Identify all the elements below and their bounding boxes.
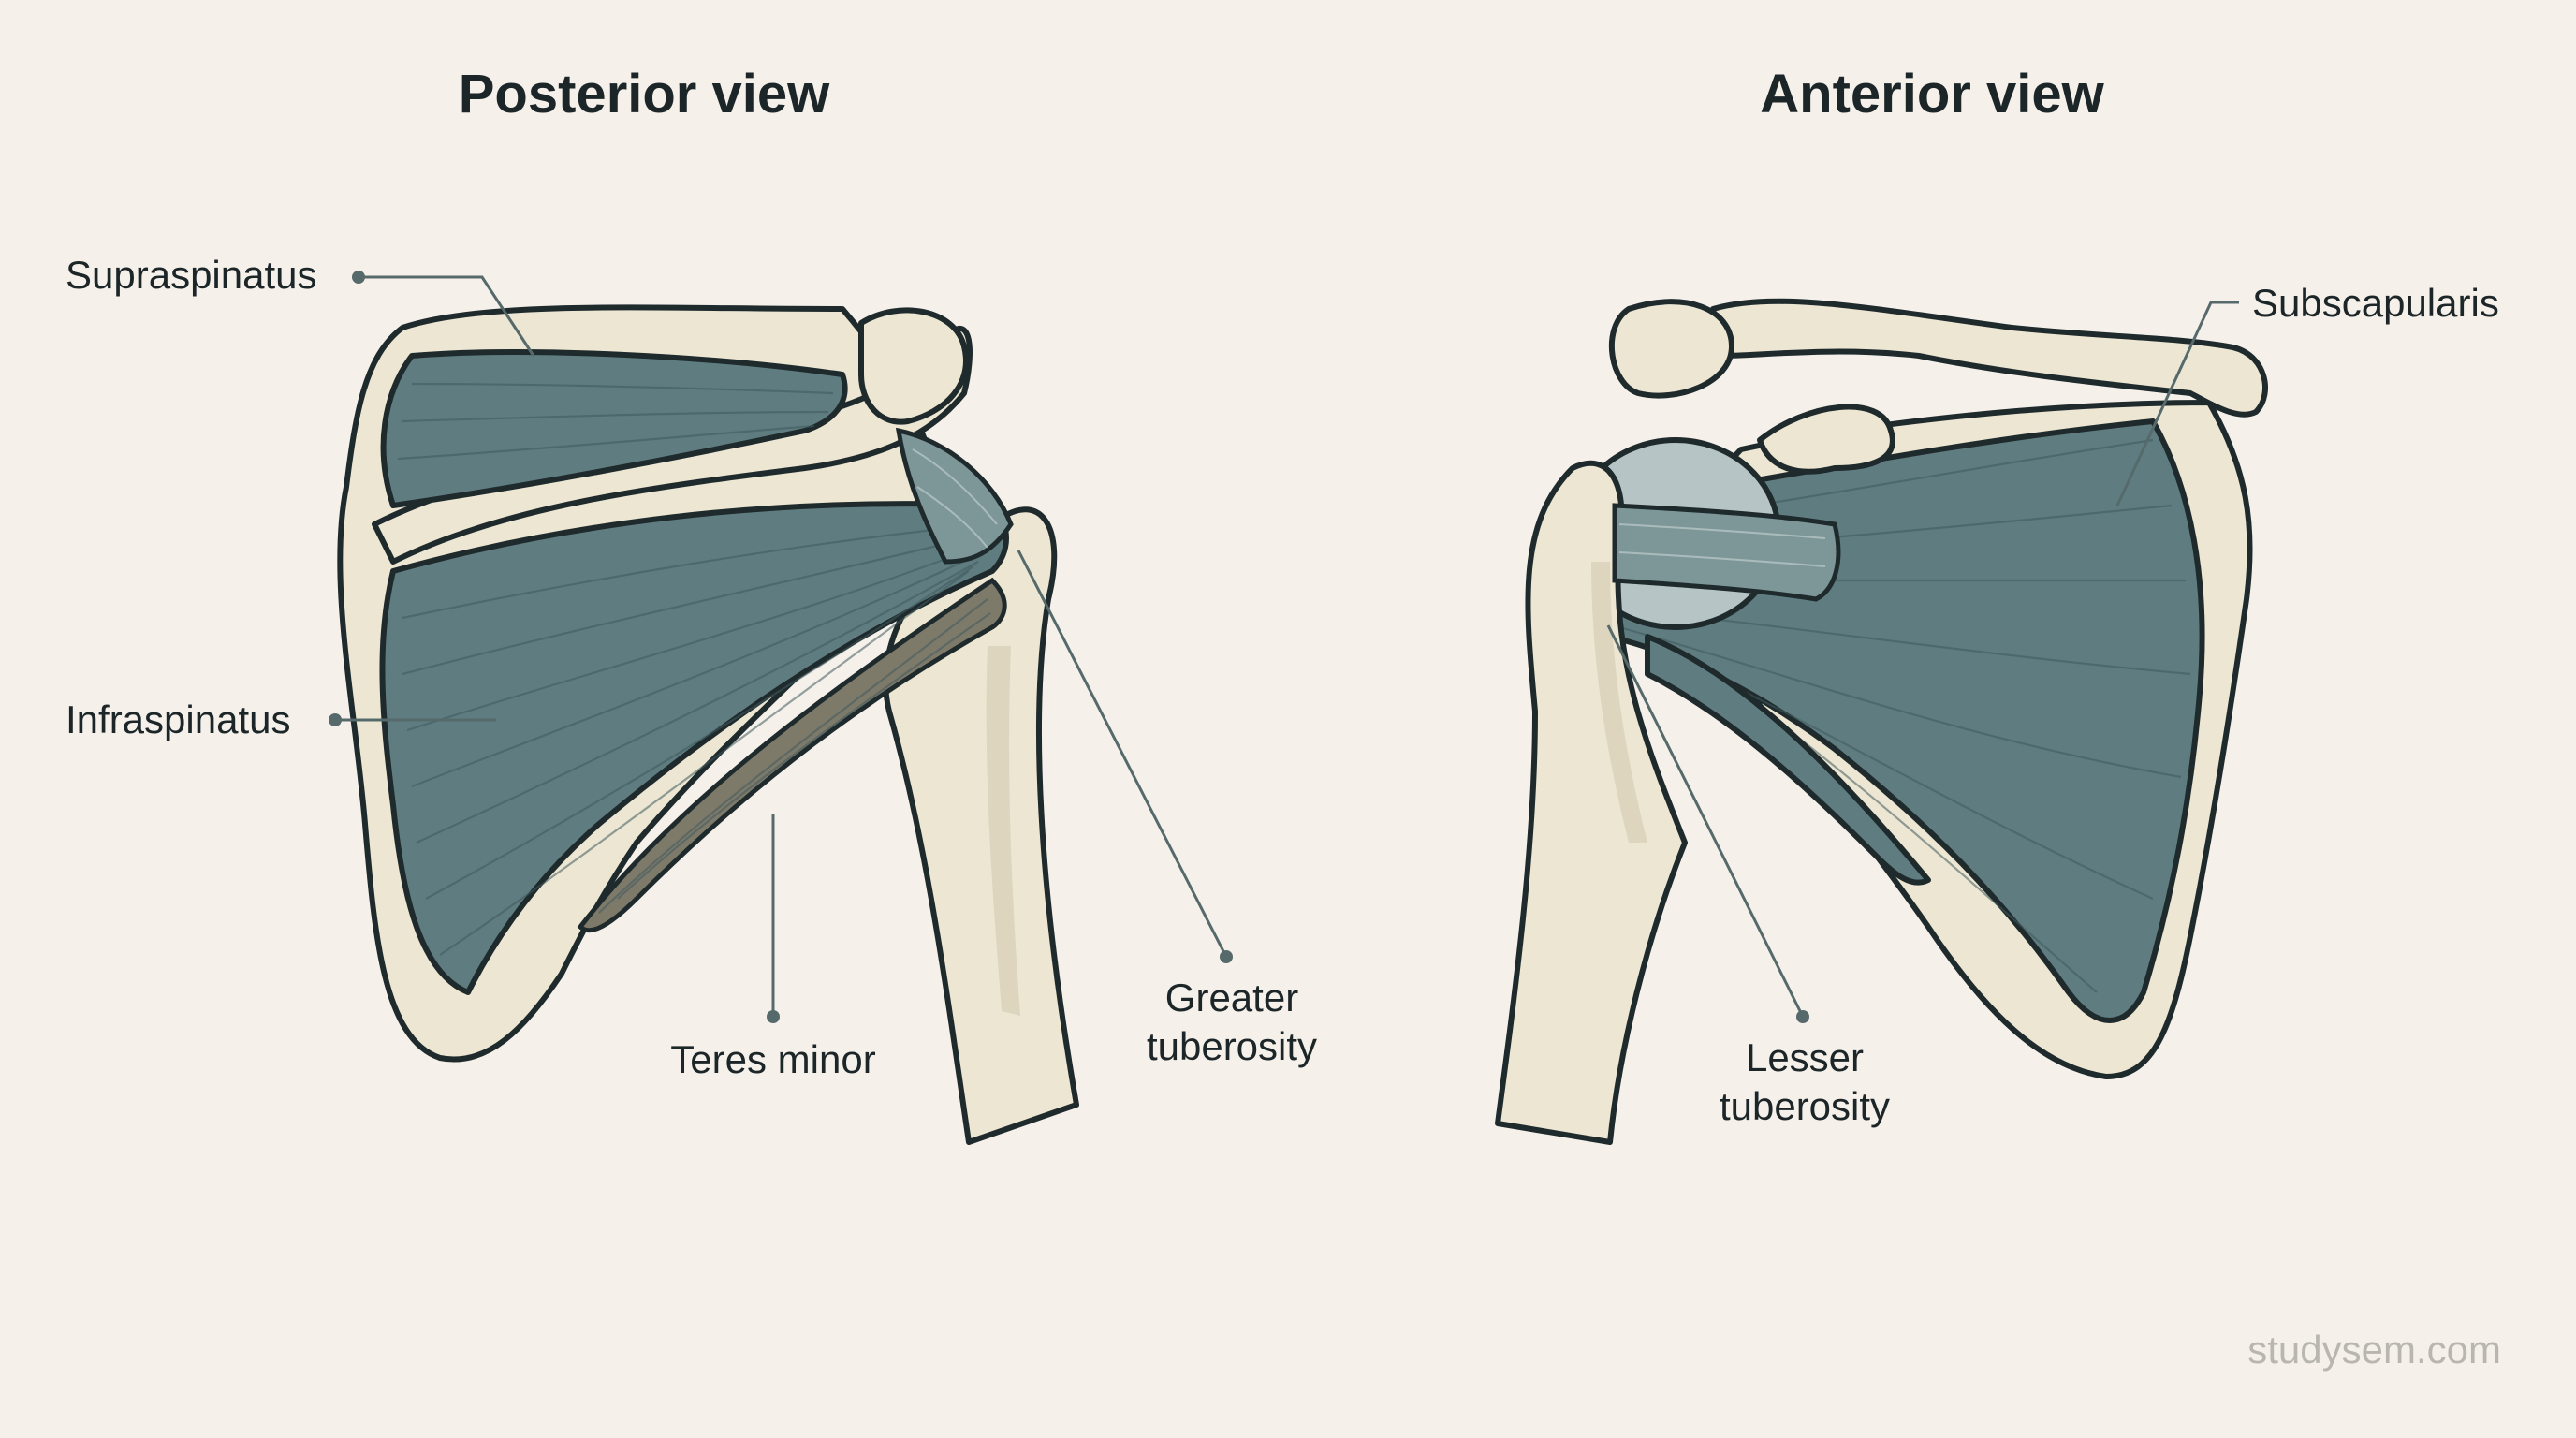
infraspinatus-fibers xyxy=(402,522,988,956)
anterior-humerus-shade xyxy=(1591,562,1647,843)
infraspinatus-muscle xyxy=(379,501,1009,995)
posterior-view: Posterior view xyxy=(337,64,1079,1145)
posterior-cuff-tendon xyxy=(895,427,1014,565)
watermark: studysem.com xyxy=(2247,1328,2501,1372)
anterior-labels: Subscapularis Lesser tuberosity xyxy=(1606,281,2499,1128)
greater-tuberosity-leader-line xyxy=(1017,550,1228,958)
supraspinatus-label: Supraspinatus xyxy=(66,253,317,297)
anterior-lower-muscle xyxy=(1645,634,1931,886)
greater-tuberosity-label-line1: Greater xyxy=(1165,976,1298,1020)
anterior-clavicle xyxy=(1710,298,2268,418)
posterior-view-title: Posterior view xyxy=(459,64,830,125)
infraspinatus-label: Infraspinatus xyxy=(66,697,290,741)
anterior-view-title: Anterior view xyxy=(1760,64,2104,125)
anterior-acromion xyxy=(1608,299,1734,399)
teres-minor-label: Teres minor xyxy=(670,1037,875,1081)
supraspinatus-fibers xyxy=(397,382,834,461)
posterior-tendon-fibers xyxy=(912,448,998,549)
subscapularis-label: Subscapularis xyxy=(2252,281,2499,325)
teres-minor-fibers xyxy=(598,598,991,914)
lesser-tuberosity-label-line1: Lesser xyxy=(1746,1035,1864,1079)
subscapularis-tendon xyxy=(1612,503,1841,602)
greater-tuberosity-label-line2: tuberosity xyxy=(1147,1024,1317,1068)
lesser-tuberosity-leader-line xyxy=(1606,624,1805,1018)
posterior-labels: Supraspinatus Infraspinatus Teres minor … xyxy=(66,253,1317,1081)
supraspinatus-leader-line xyxy=(359,275,535,357)
posterior-humerus-shade xyxy=(986,646,1020,1016)
posterior-acromion xyxy=(858,307,969,425)
lesser-tuberosity-label-line2: tuberosity xyxy=(1720,1084,1890,1128)
anterior-view: Anterior view xyxy=(1495,64,2268,1145)
subscapularis-tendon-fibers xyxy=(1618,523,1826,567)
anterior-coracoid xyxy=(1757,404,1895,475)
subscapularis-leader-line xyxy=(2115,301,2239,506)
